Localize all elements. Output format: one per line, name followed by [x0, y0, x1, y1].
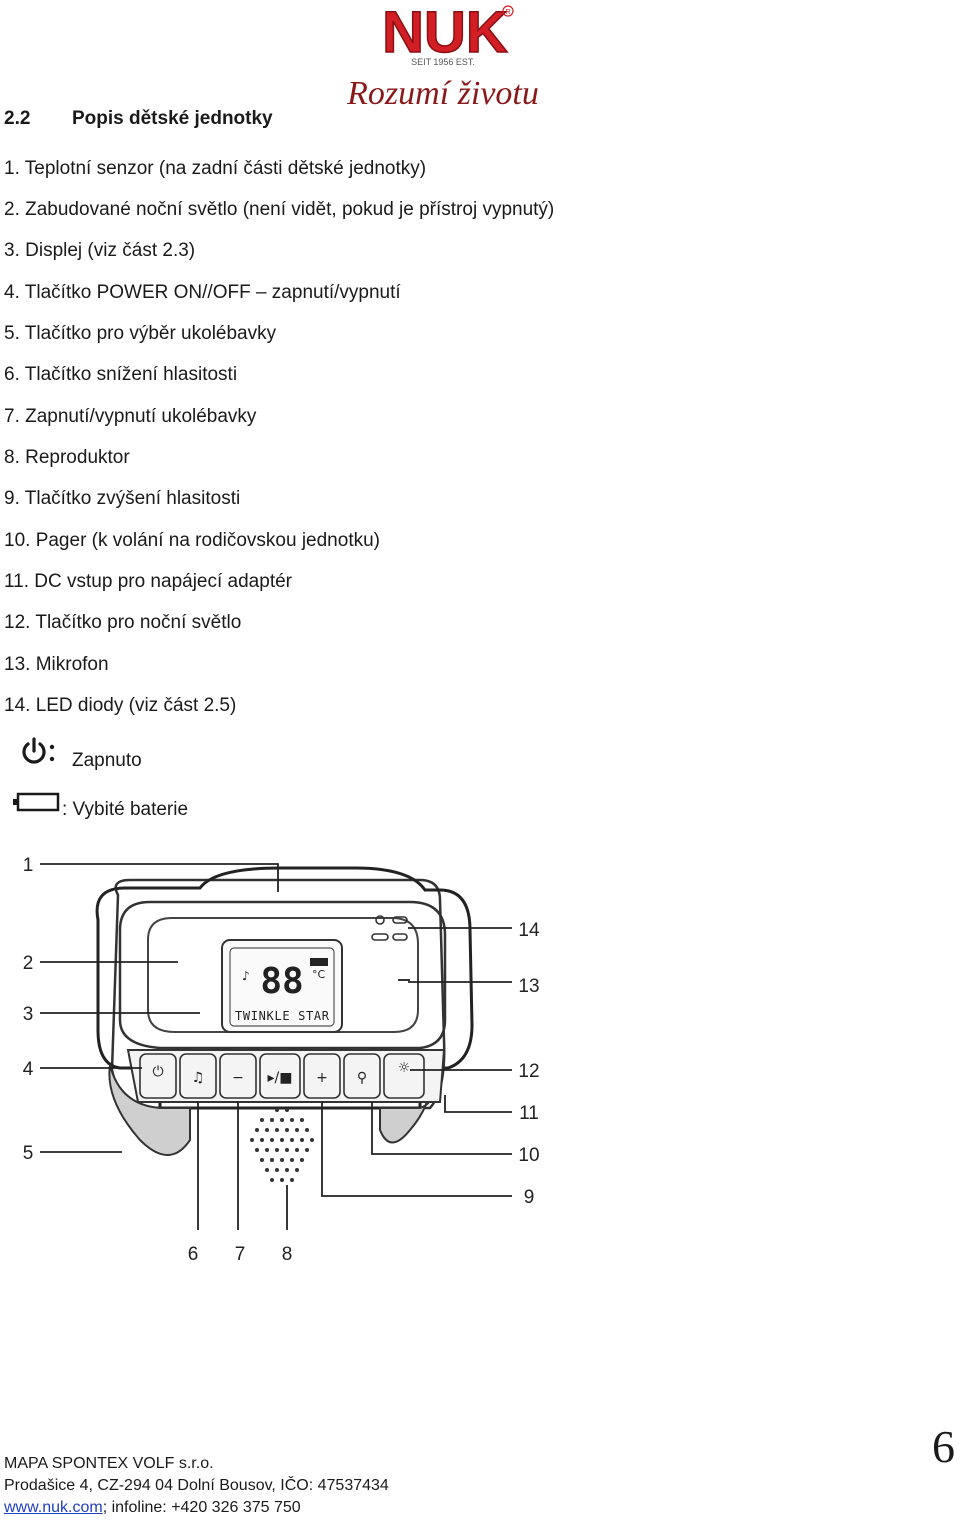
logo-est: SEIT 1956 EST.: [411, 57, 475, 67]
footer-contact: www.nuk.com; infoline: +420 326 375 750: [4, 1499, 301, 1517]
callout-10: 10: [518, 1145, 539, 1166]
callout-1: 1: [23, 855, 34, 876]
logo-slogan: Rozumí životu: [346, 75, 539, 112]
callout-14: 14: [518, 920, 540, 941]
section-heading: 2.2 Popis dětské jednotky: [4, 108, 273, 130]
list-item: 12. Tlačítko pro noční světlo: [4, 612, 242, 633]
list-item: 5. Tlačítko pro výběr ukolébavky: [4, 323, 277, 344]
battery-legend-label: : Vybité baterie: [62, 799, 189, 820]
svg-text:−: −: [232, 1070, 244, 1086]
callout-12: 12: [518, 1061, 539, 1082]
list-item: 7. Zapnutí/vypnutí ukolébavky: [4, 406, 257, 427]
callout-3: 3: [23, 1004, 34, 1025]
footer-address: Prodašice 4, CZ-294 04 Dolní Bousov, IČO…: [4, 1477, 389, 1494]
battery-empty-icon: [13, 792, 60, 812]
list-item: 2. Zabudované noční světlo (není vidět, …: [4, 199, 555, 220]
callout-9: 9: [524, 1187, 535, 1208]
callout-13: 13: [518, 976, 539, 997]
page-number: 6: [932, 1421, 955, 1472]
list-item: 4. Tlačítko POWER ON//OFF – zapnutí/vypn…: [4, 282, 401, 303]
website-link[interactable]: www.nuk.com: [4, 1499, 103, 1516]
power-legend-label: Zapnuto: [72, 750, 142, 771]
svg-text:+: +: [316, 1070, 328, 1086]
callout-5: 5: [23, 1143, 34, 1164]
svg-text:☼: ☼: [398, 1060, 411, 1076]
footer-infoline: ; infoline: +420 326 375 750: [102, 1499, 301, 1516]
list-item: 11. DC vstup pro napájecí adaptér: [4, 571, 292, 592]
list-item: 1. Teplotní senzor (na zadní části dětsk…: [4, 158, 427, 179]
section-title: Popis dětské jednotky: [72, 108, 273, 129]
svg-text:♫: ♫: [192, 1070, 205, 1086]
baby-unit-diagram: ⏻ ♫ − ▸/■ + ⚲ ☼ 88 °C TWINKLE STAR ♪: [0, 840, 580, 1270]
list-item: 3. Displej (viz část 2.3): [4, 240, 196, 261]
svg-text:♪: ♪: [242, 969, 250, 983]
logo-brand: NUK: [382, 0, 508, 65]
svg-text:⚲: ⚲: [357, 1070, 367, 1086]
list-item: 6. Tlačítko snížení hlasitosti: [4, 364, 238, 385]
callout-7: 7: [235, 1244, 246, 1265]
section-number: 2.2: [4, 108, 31, 129]
callout-8: 8: [282, 1244, 293, 1265]
nuk-logo: NUK R SEIT 1956 EST. Rozumí životu: [346, 0, 539, 112]
display-song: TWINKLE STAR: [235, 1009, 330, 1023]
callout-11: 11: [519, 1103, 539, 1124]
power-icon: [22, 737, 55, 764]
list-item: 8. Reproduktor: [4, 447, 130, 468]
list-item: 14. LED diody (viz část 2.5): [4, 695, 237, 716]
callout-6: 6: [188, 1244, 199, 1265]
svg-text:⏻: ⏻: [152, 1064, 163, 1080]
list-item: 10. Pager (k volání na rodičovskou jedno…: [4, 530, 380, 551]
speaker-grille: [250, 1108, 314, 1182]
display-temperature: 88: [260, 961, 303, 1002]
callout-4: 4: [23, 1059, 34, 1080]
svg-text:R: R: [505, 9, 510, 16]
list-item: 9. Tlačítko zvýšení hlasitosti: [4, 488, 241, 509]
svg-text:▸/■: ▸/■: [268, 1070, 293, 1086]
display-unit: °C: [312, 968, 326, 981]
footer-company: MAPA SPONTEX VOLF s.r.o.: [4, 1455, 214, 1472]
callout-2: 2: [23, 953, 34, 974]
list-item: 13. Mikrofon: [4, 654, 109, 675]
